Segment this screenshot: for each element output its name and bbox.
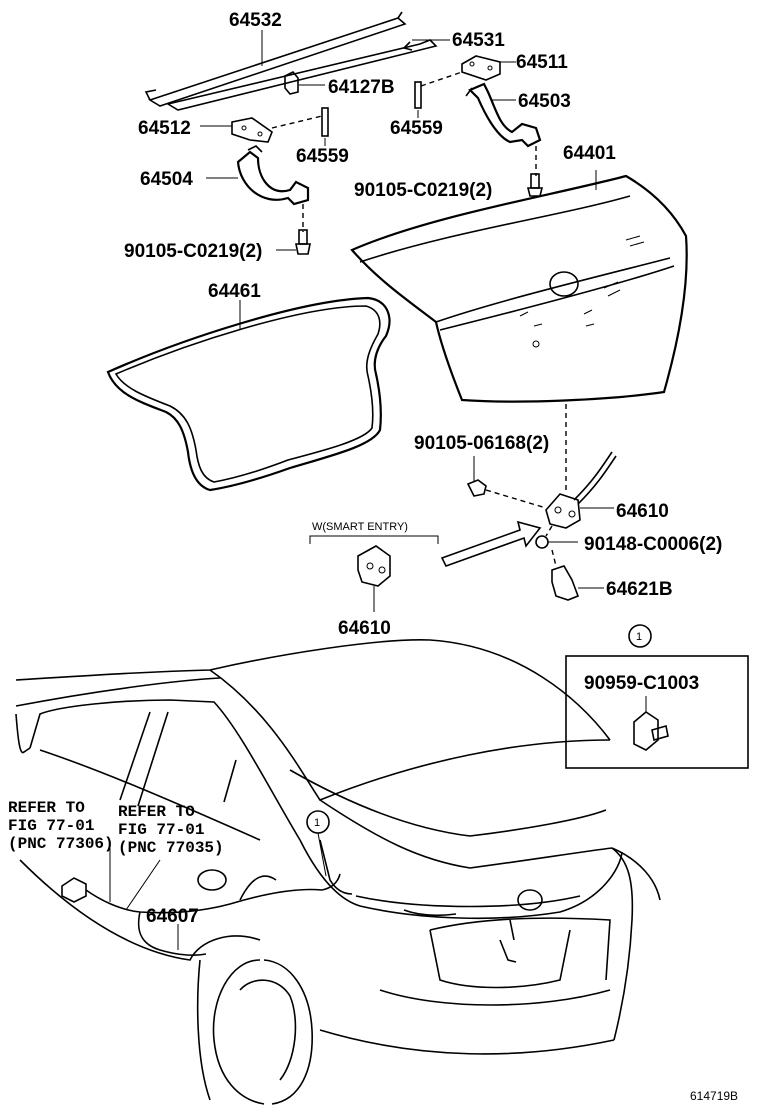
ref2-line3: (PNC 77035) xyxy=(118,839,224,857)
hinge-arm-64503 xyxy=(465,82,542,148)
label-90105-c0219-right: 90105-C0219(2) xyxy=(354,180,492,201)
car-rear-view xyxy=(15,639,661,1105)
ref1-line1: REFER TO xyxy=(8,799,85,817)
bracket-64621b xyxy=(551,565,604,601)
detail-box xyxy=(565,624,749,769)
bolt-90105-c0219-left xyxy=(276,229,311,255)
weatherstrip-64461 xyxy=(106,296,391,492)
trunk-lock-64610 xyxy=(545,451,617,529)
label-64461: 64461 xyxy=(208,281,261,302)
ref1-line3: (PNC 77306) xyxy=(8,835,114,853)
torsion-bar-64531 xyxy=(165,39,438,111)
label-64621b: 64621B xyxy=(606,579,673,600)
label-smart-entry: W(SMART ENTRY) xyxy=(312,521,408,533)
torsion-bar-64532 xyxy=(144,11,407,107)
label-64504: 64504 xyxy=(140,169,193,190)
hinge-arm-64504 xyxy=(206,145,310,206)
ref2-line1: REFER TO xyxy=(118,803,195,821)
hinge-bracket-64511 xyxy=(461,55,516,81)
label-64559-left: 64559 xyxy=(296,146,349,167)
hinge-bracket-64512 xyxy=(200,117,273,143)
screw-90148-c0006 xyxy=(535,535,578,549)
label-64401: 64401 xyxy=(563,143,616,164)
label-64512: 64512 xyxy=(138,118,191,139)
label-90105-06168: 90105-06168(2) xyxy=(414,433,549,454)
release-cable-64607 xyxy=(61,848,341,956)
bolt-90105-06168 xyxy=(466,456,487,497)
label-90148-c0006: 90148-C0006(2) xyxy=(584,534,722,555)
ref1-line2: FIG 77-01 xyxy=(8,817,94,835)
pin-64559-right xyxy=(414,81,422,118)
label-90959-c1003: 90959-C1003 xyxy=(584,673,699,694)
label-64610-smart: 64610 xyxy=(338,618,391,639)
trunk-lid-64401 xyxy=(350,170,688,403)
clip-64127b xyxy=(284,71,325,95)
label-64532: 64532 xyxy=(229,10,282,31)
label-64559-right: 64559 xyxy=(390,118,443,139)
pin-64559-left xyxy=(321,107,329,146)
callout-number-box: 1 xyxy=(636,631,642,643)
label-64503: 64503 xyxy=(518,91,571,112)
label-64607: 64607 xyxy=(146,906,199,927)
callout-number-car: 1 xyxy=(314,817,320,829)
ref2-line2: FIG 77-01 xyxy=(118,821,204,839)
label-64610-right: 64610 xyxy=(616,501,669,522)
label-64127b: 64127B xyxy=(328,77,395,98)
bolt-90105-c0219-right xyxy=(526,173,544,197)
label-64511: 64511 xyxy=(516,52,568,73)
label-64531: 64531 xyxy=(452,30,505,51)
figure-id: 614719B xyxy=(690,1089,738,1103)
direction-arrow xyxy=(440,520,542,567)
label-90105-c0219-left: 90105-C0219(2) xyxy=(124,241,262,262)
smart-entry-group xyxy=(309,535,439,612)
